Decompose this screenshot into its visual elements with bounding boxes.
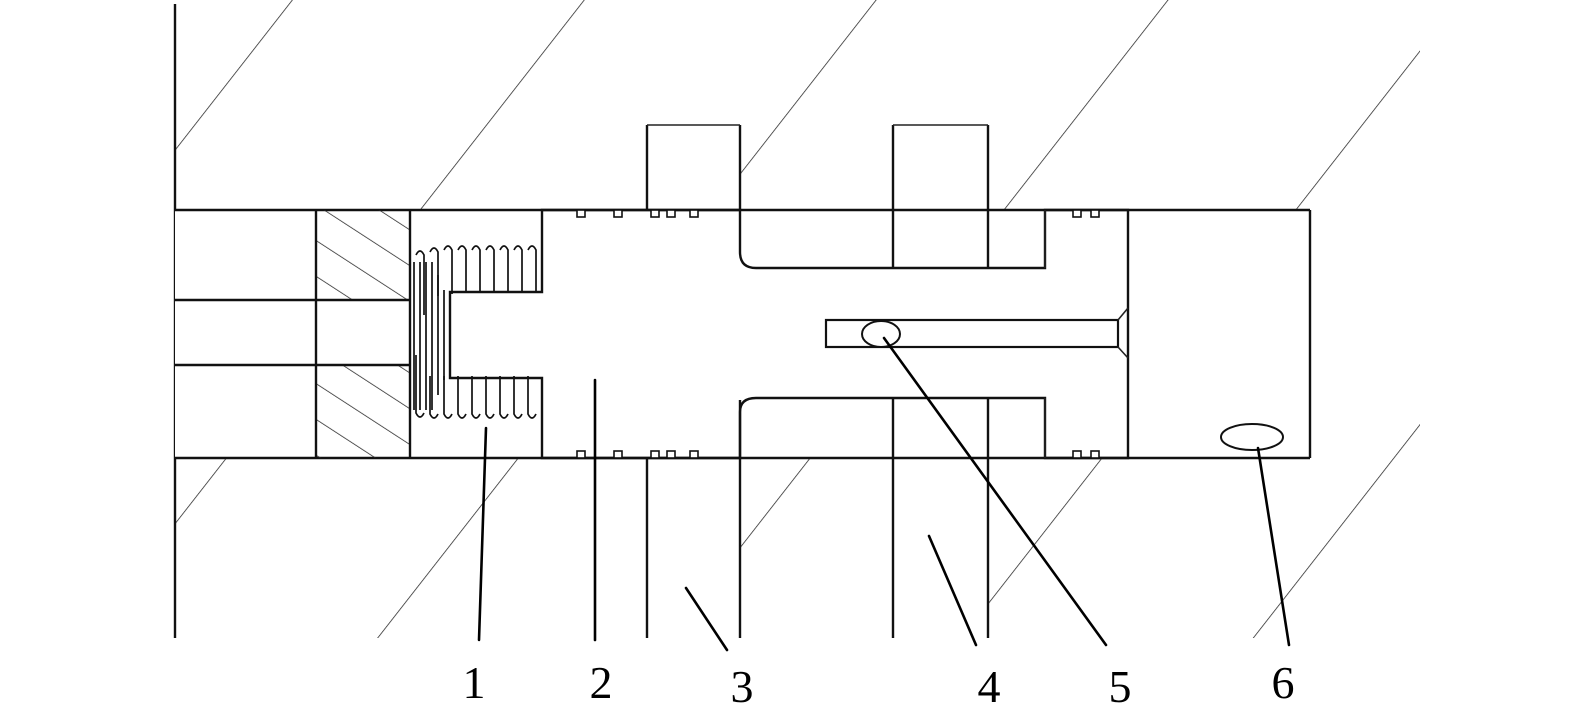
leader-3 — [684, 586, 729, 652]
spring-vertical-coils — [413, 262, 445, 410]
port-upper-right — [891, 124, 990, 268]
leader-5 — [882, 336, 1108, 647]
callout-label-4: 4 — [978, 661, 1001, 712]
port-4-channel — [891, 398, 990, 638]
housing-body — [173, 0, 1420, 640]
callout-label-6: 6 — [1272, 657, 1295, 708]
left-end-plug — [175, 210, 412, 458]
spring-lower-coils — [415, 355, 537, 419]
ball-6 — [1220, 423, 1284, 451]
leader-1 — [477, 426, 488, 642]
spring-upper-coils — [415, 245, 537, 315]
seal-grooves — [576, 209, 1100, 459]
callout-label-3: 3 — [731, 661, 754, 712]
callout-labels: 1 2 3 4 5 6 — [463, 657, 1295, 712]
callout-label-1: 1 — [463, 657, 486, 708]
leader-4 — [927, 534, 978, 647]
ball-5 — [861, 320, 901, 348]
spring — [413, 245, 537, 419]
port-upper-left — [645, 124, 742, 210]
callout-label-5: 5 — [1109, 661, 1132, 712]
leader-6 — [1256, 446, 1291, 647]
leader-lines — [477, 336, 1291, 652]
callout-label-2: 2 — [590, 657, 613, 708]
